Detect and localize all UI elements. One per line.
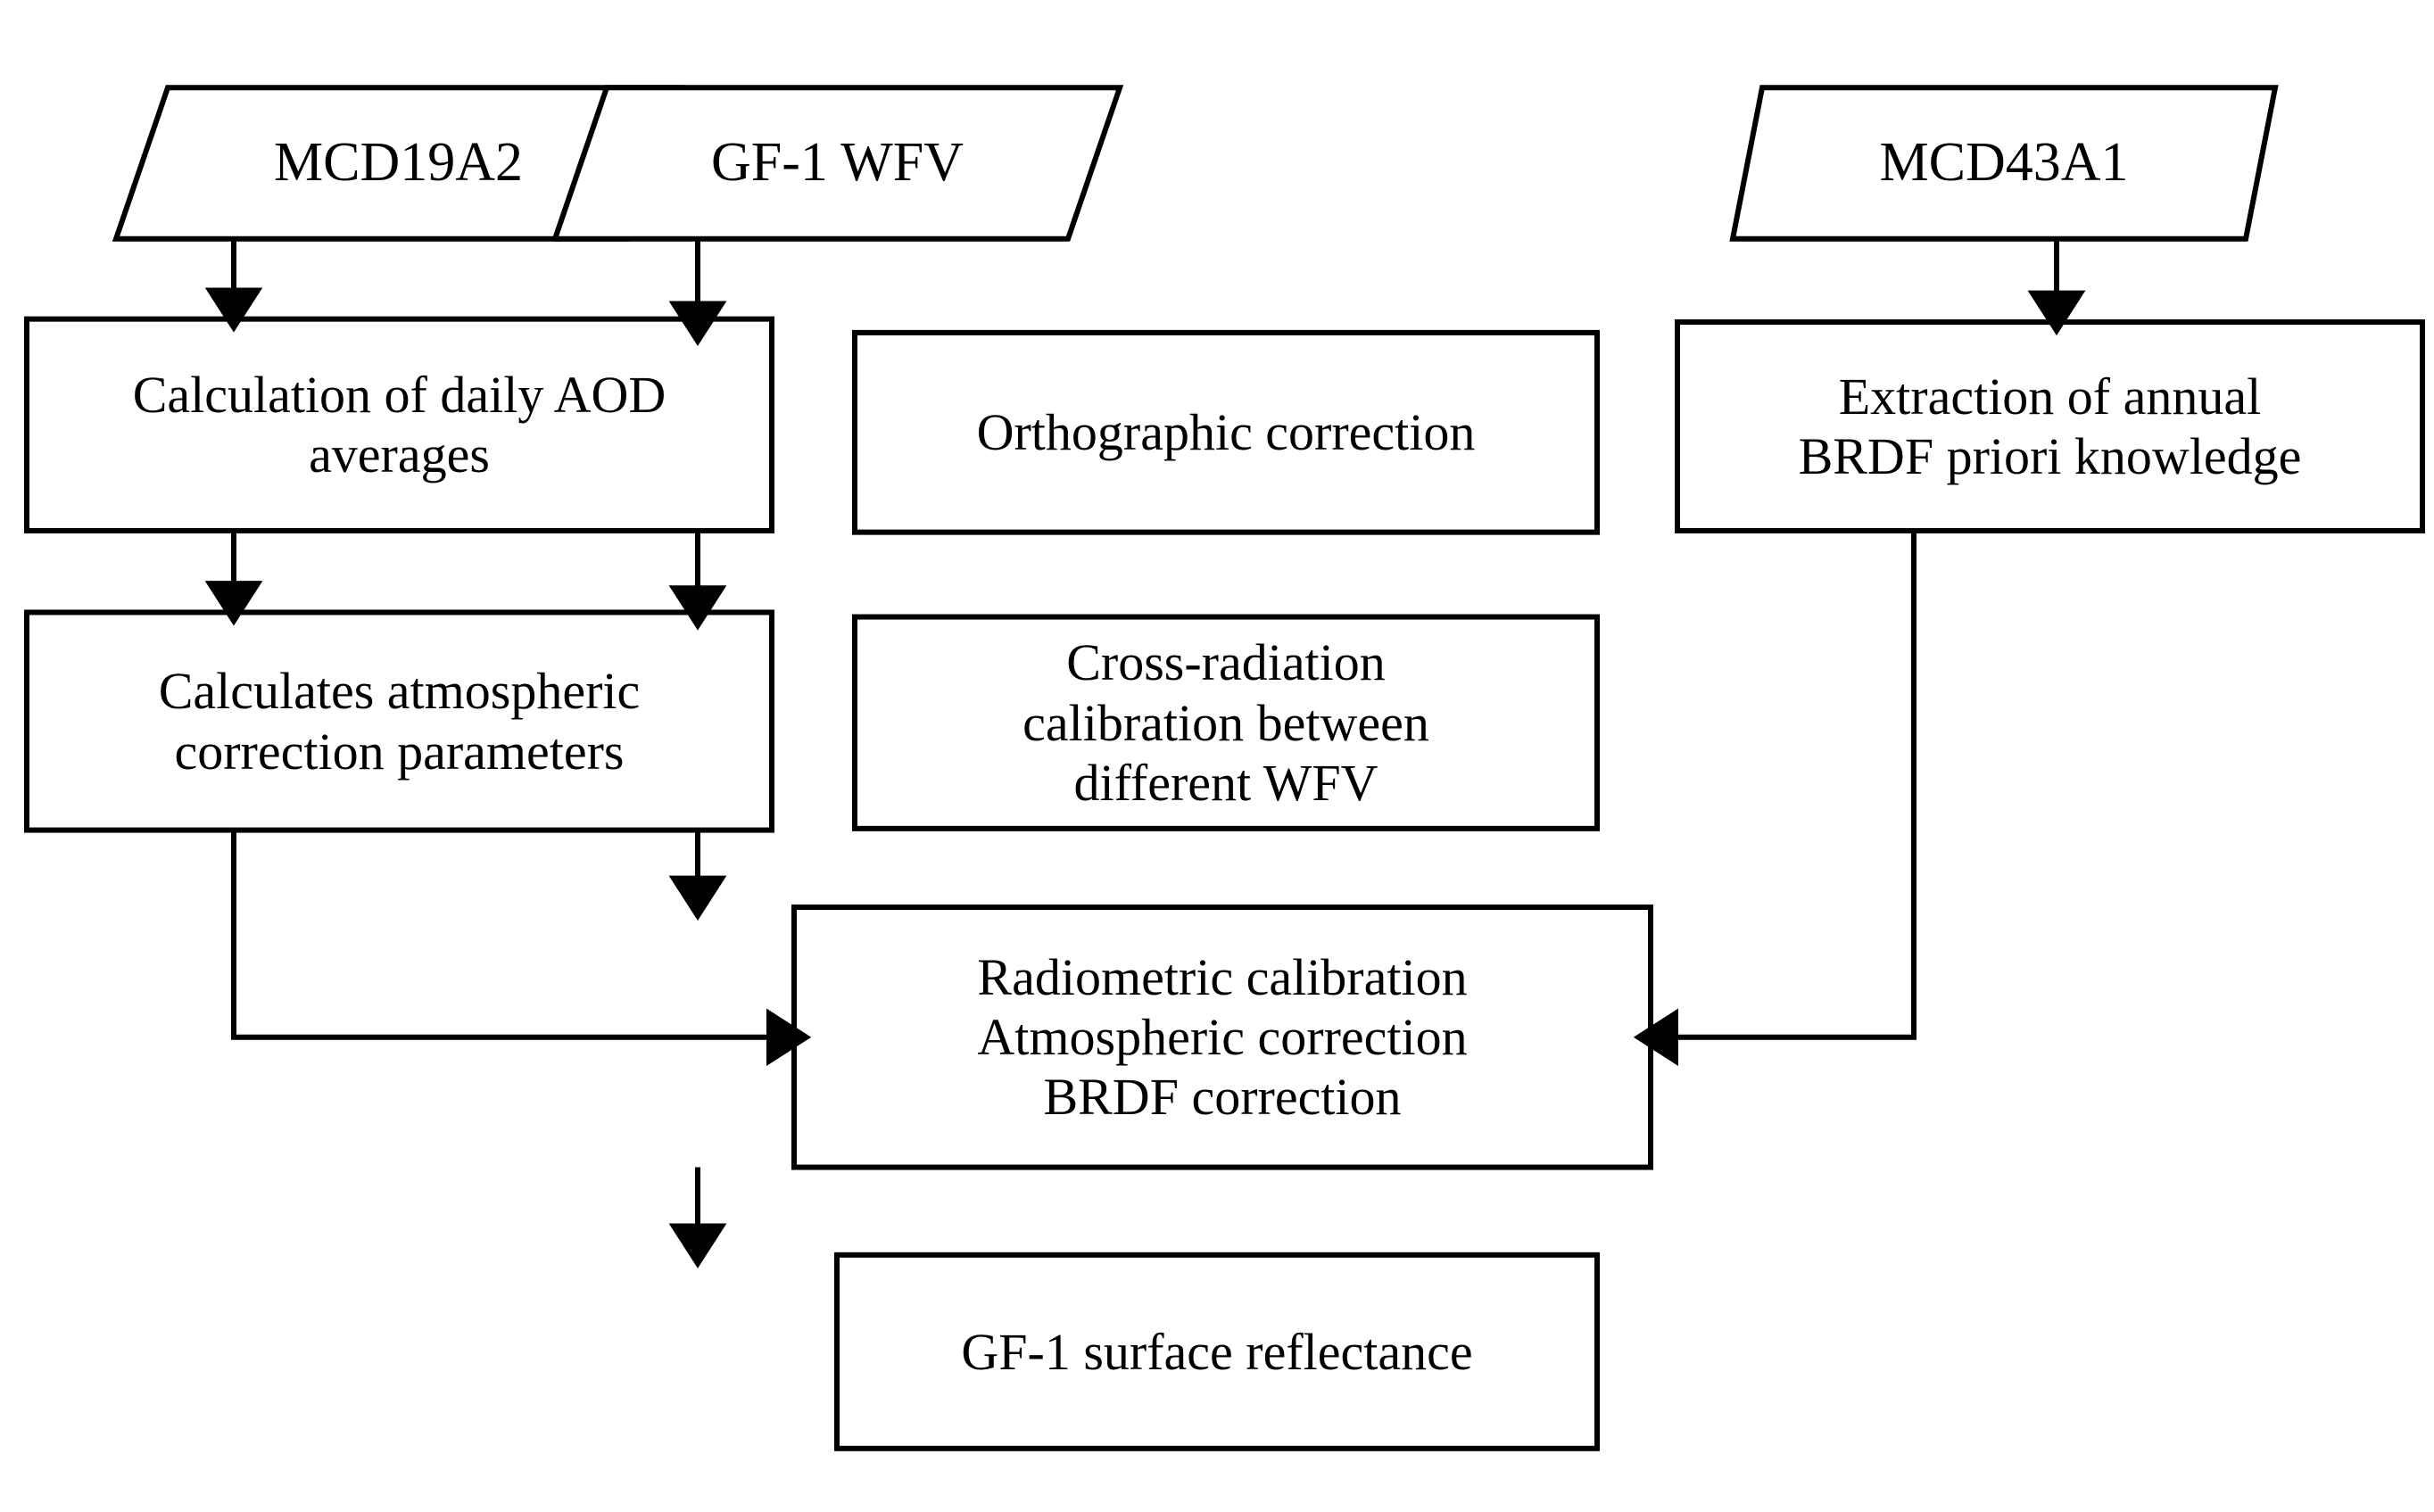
node-orthographic-correction[interactable] <box>855 333 1597 533</box>
node-brdf-priori[interactable] <box>1677 322 2422 531</box>
edge-atmos-to-corrections <box>231 830 812 1067</box>
shape-cross-radiation <box>852 614 1600 831</box>
node-gf1wfv[interactable] <box>555 87 1120 239</box>
shape-aod-averages <box>24 316 774 533</box>
edge-brdf-to-corrections <box>1633 530 1917 1067</box>
node-gf1-surface-reflectance[interactable] <box>837 1255 1597 1449</box>
shape-atmos-parameters <box>24 609 774 833</box>
node-aod-averages[interactable] <box>27 319 772 531</box>
node-corrections[interactable] <box>794 907 1651 1168</box>
shape-orthographic-correction <box>852 329 1600 535</box>
shape-brdf-priori <box>1675 319 2425 533</box>
shape-gf1wfv <box>551 85 1124 242</box>
shape-mcd43a1 <box>1729 85 2279 242</box>
shape-corrections <box>791 905 1653 1170</box>
node-atmos-parameters[interactable] <box>27 612 772 830</box>
node-cross-radiation[interactable] <box>855 617 1597 829</box>
node-mcd43a1[interactable] <box>1733 87 2275 239</box>
shape-gf1-surface-reflectance <box>834 1252 1600 1451</box>
